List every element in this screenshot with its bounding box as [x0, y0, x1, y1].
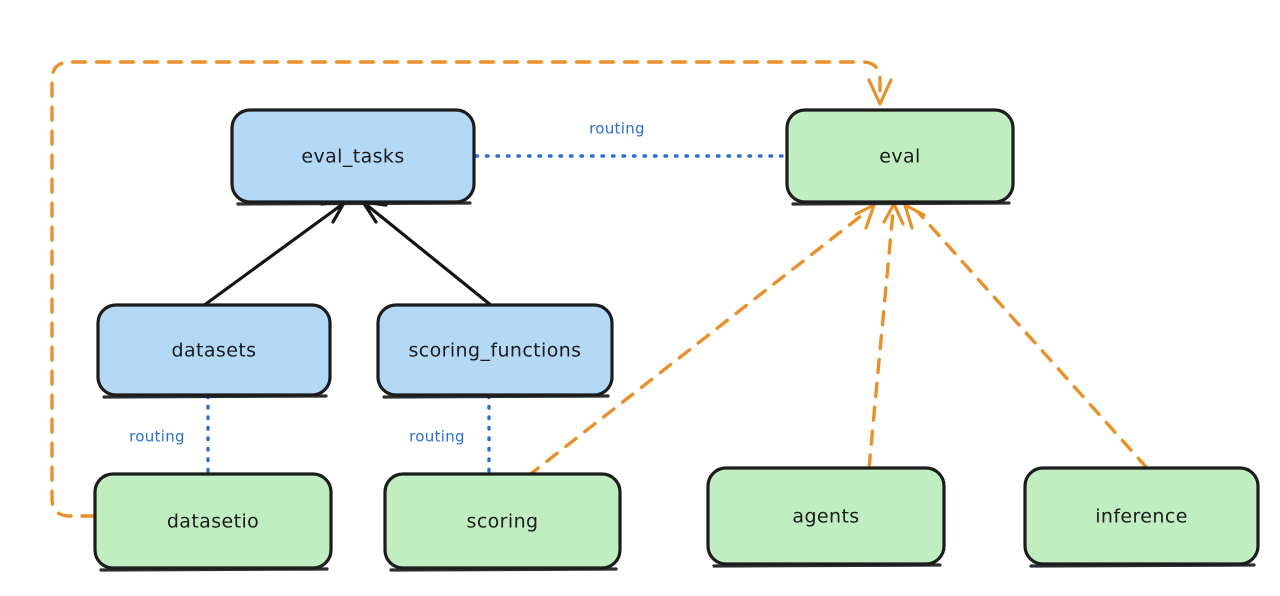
- node-eval-label: eval: [879, 146, 920, 168]
- node-eval_tasks-sketch-shadow: [236, 201, 472, 206]
- node-scoring_functions-label: scoring_functions: [409, 340, 582, 362]
- edge-labels: routing routing routing: [129, 120, 645, 446]
- edge-label-routing-datasetio: routing: [129, 428, 185, 446]
- node-agents[interactable]: agents: [706, 466, 946, 568]
- node-scoring_functions[interactable]: scoring_functions: [376, 303, 614, 399]
- node-datasetio-label: datasetio: [167, 511, 259, 533]
- node-inference-label: inference: [1095, 506, 1188, 528]
- edge-label-routing-eval: routing: [589, 120, 645, 138]
- node-inference-sketch-shadow: [1029, 563, 1256, 568]
- node-datasets-sketch-shadow: [102, 394, 328, 399]
- node-scoring_functions-sketch-shadow: [382, 394, 610, 399]
- node-agents-label: agents: [792, 506, 859, 528]
- edge-agents-eval[interactable]: [867, 202, 905, 470]
- node-agents-sketch-shadow: [712, 563, 942, 568]
- node-datasets-label: datasets: [172, 340, 257, 362]
- edge-scoring_functions-eval_tasks[interactable]: [361, 200, 494, 308]
- edge-label-routing-scoring: routing: [409, 428, 465, 446]
- node-datasetio[interactable]: datasetio: [93, 472, 333, 572]
- node-eval-sketch-shadow: [791, 201, 1011, 206]
- node-inference[interactable]: inference: [1023, 466, 1260, 568]
- node-scoring[interactable]: scoring: [383, 472, 622, 572]
- node-eval_tasks-label: eval_tasks: [301, 146, 404, 168]
- node-eval[interactable]: eval: [785, 108, 1015, 206]
- node-datasetio-sketch-shadow: [99, 567, 329, 572]
- routing-edges: [206, 154, 788, 476]
- node-scoring-label: scoring: [467, 511, 539, 533]
- edge-datasetio-eval[interactable]: [50, 60, 893, 518]
- edge-datasets-eval_tasks[interactable]: [201, 199, 347, 308]
- node-datasets[interactable]: datasets: [96, 303, 332, 399]
- api-dependency-edges: [201, 199, 494, 308]
- node-scoring-sketch-shadow: [389, 567, 618, 572]
- node-eval_tasks[interactable]: eval_tasks: [230, 108, 476, 206]
- edge-inference-eval[interactable]: [903, 203, 1149, 470]
